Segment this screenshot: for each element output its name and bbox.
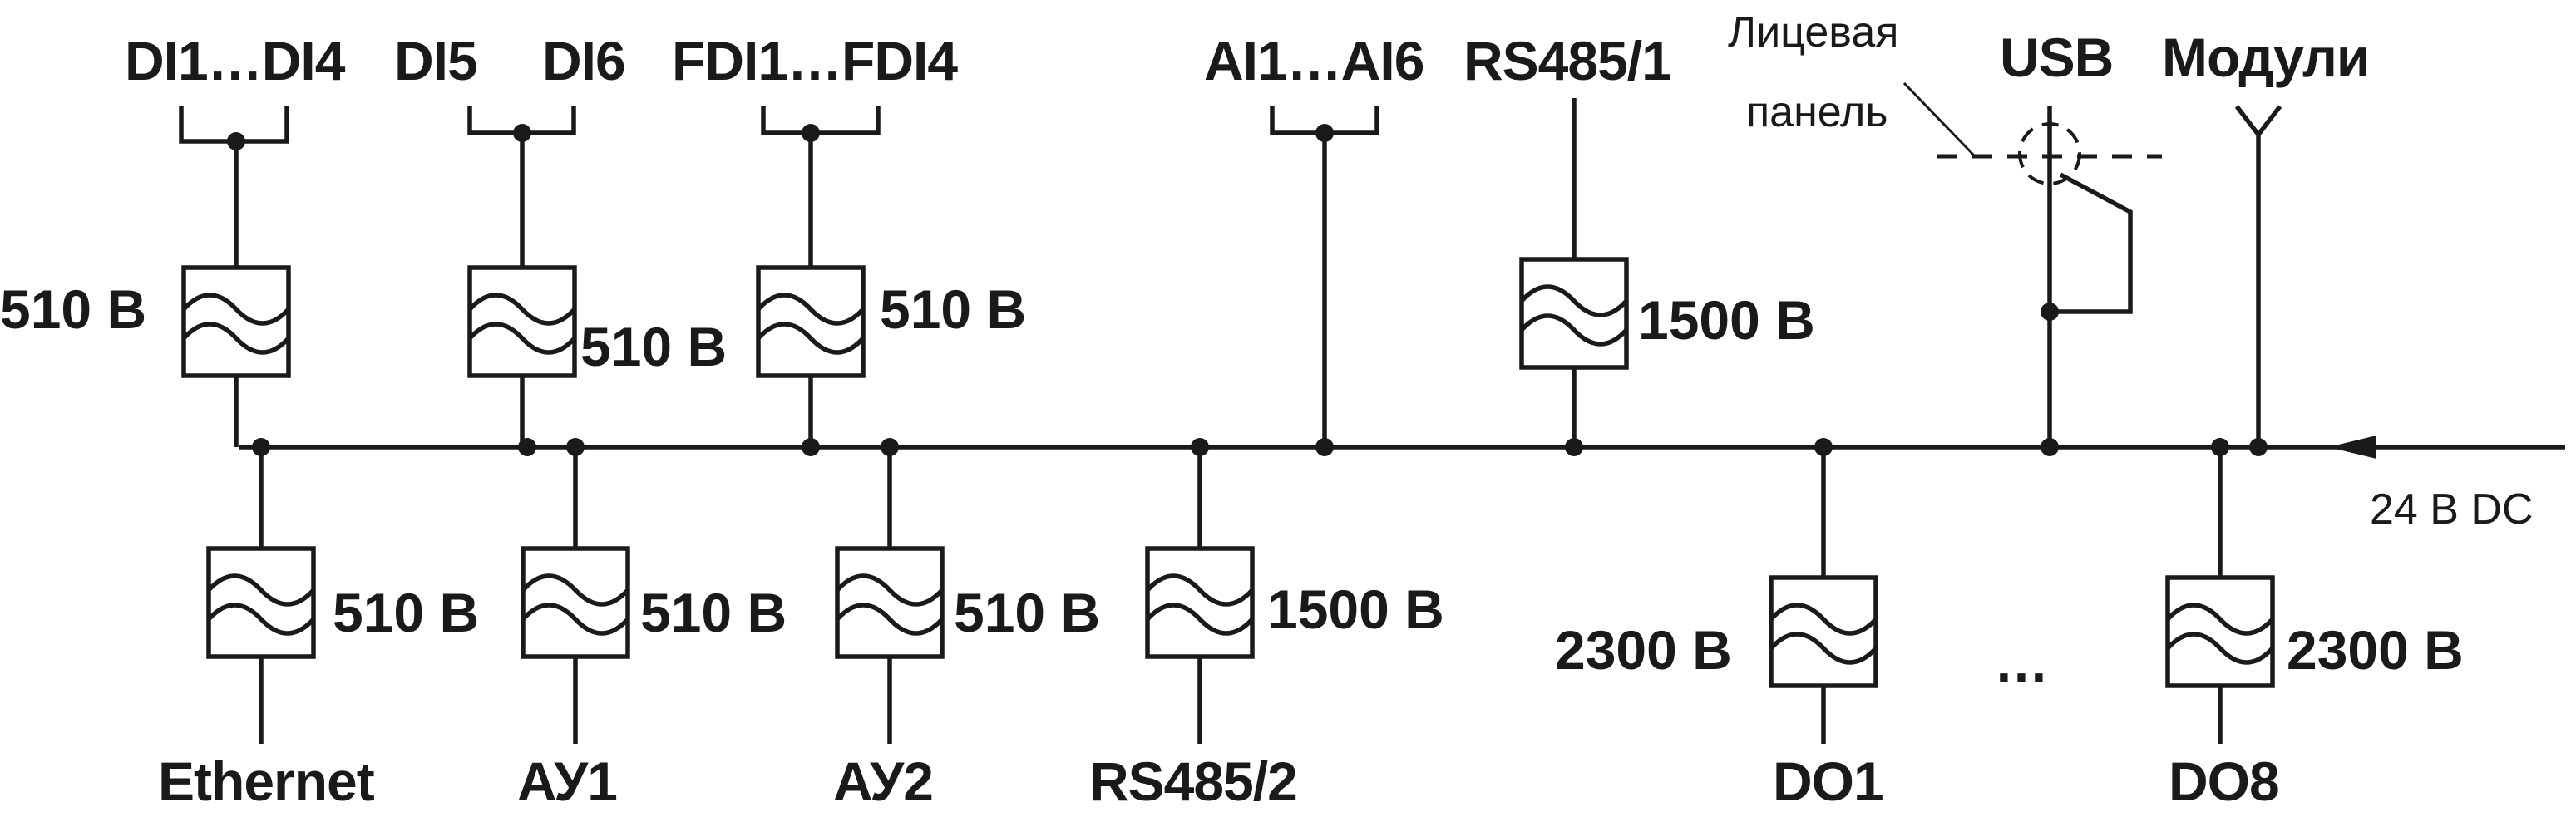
branch-do1 [1769, 438, 1878, 744]
label-front-panel-2: панель [1746, 88, 1888, 136]
front-panel-leader [1902, 81, 1976, 158]
branch-ethernet [206, 447, 316, 744]
branch-di1-di4 [179, 106, 291, 456]
label-ethernet: Ethernet [158, 751, 375, 812]
branch-rs485-2 [1145, 438, 1255, 744]
label-ellipsis: … [1994, 632, 2048, 693]
volt-di5-di6: 510 В [580, 316, 727, 377]
label-ay1: АУ1 [517, 751, 617, 812]
label-do1: DO1 [1773, 751, 1883, 812]
volt-ay1: 510 В [640, 582, 787, 643]
label-di6: DI6 [542, 30, 625, 91]
label-usb: USB [2000, 27, 2113, 88]
label-ai1-ai6: AI1…AI6 [1204, 30, 1424, 91]
volt-rs485-1: 1500 В [1638, 289, 1815, 351]
label-di5: DI5 [394, 30, 477, 91]
branch-fdi1-fdi4 [756, 106, 881, 456]
branch-ay2 [835, 438, 945, 744]
label-modules: Модули [2162, 27, 2369, 88]
label-fdi1-fdi4: FDI1…FDI4 [672, 30, 958, 91]
volt-do1: 2300 В [1555, 619, 1732, 681]
supply-arrow [2328, 436, 2376, 459]
volt-fdi1-fdi4: 510 В [880, 278, 1026, 340]
branch-ay1 [521, 438, 630, 744]
volt-ethernet: 510 В [333, 582, 479, 643]
label-ay2: АУ2 [833, 751, 933, 812]
volt-di1-di4: 510 В [0, 278, 146, 340]
branch-ai1-ai6 [1270, 106, 1379, 456]
volt-do8: 2300 В [2287, 619, 2464, 681]
label-front-panel-1: Лицевая [1728, 8, 1898, 57]
branch-di5-di6 [467, 106, 577, 456]
volt-rs485-2: 1500 В [1267, 578, 1444, 640]
volt-ay2: 510 В [954, 582, 1100, 643]
label-di1-di4: DI1…DI4 [125, 30, 346, 91]
branch-modules [2234, 105, 2282, 456]
label-rs485-1: RS485/1 [1463, 30, 1671, 91]
branch-do8 [2165, 438, 2275, 744]
label-supply: 24 В DC [2370, 485, 2534, 534]
label-rs485-2: RS485/2 [1089, 751, 1297, 812]
label-do8: DO8 [2169, 751, 2279, 812]
branch-rs485-1 [1519, 98, 1629, 456]
front-panel-usb [1902, 81, 2162, 456]
